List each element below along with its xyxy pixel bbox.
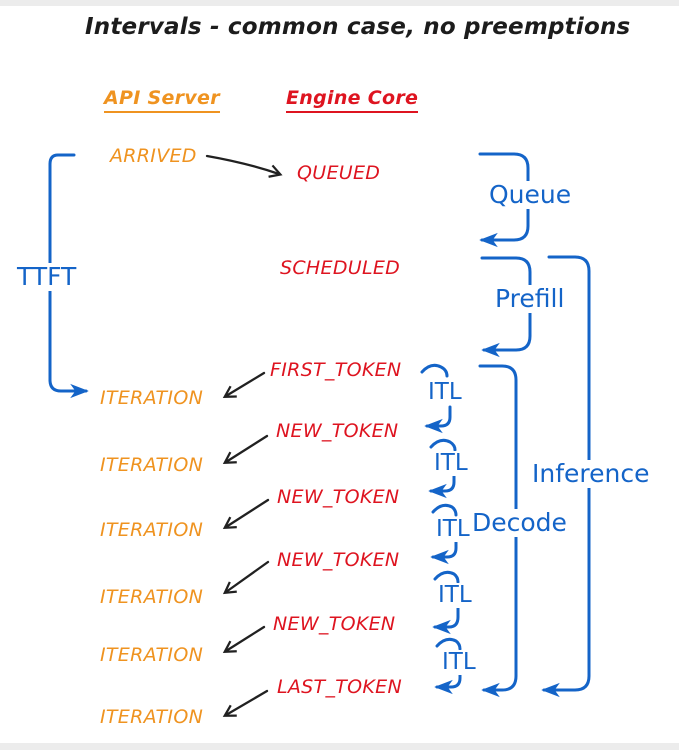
interval-itl: ITL [433, 450, 469, 477]
event-iteration: ITERATION [100, 644, 204, 666]
event-new-token: NEW_TOKEN [273, 613, 396, 635]
itl-bracket-arc [435, 637, 462, 651]
event-first-token: FIRST_TOKEN [270, 359, 402, 381]
interval-inference: Inference [529, 460, 653, 488]
itl-bracket-arc [433, 570, 460, 584]
interval-itl: ITL [441, 649, 477, 676]
arrow-last-token-to-iteration [222, 689, 269, 717]
event-arrived: ARRIVED [110, 145, 197, 167]
itl-bracket-arrow [432, 605, 460, 635]
itl-bracket-arrow [428, 472, 456, 499]
itl-bracket-arc [420, 363, 449, 378]
interval-ttft: TTFT [14, 263, 80, 291]
page-edge-top [0, 0, 679, 6]
interval-decode: Decode [469, 509, 570, 537]
event-scheduled: SCHEDULED [280, 257, 401, 279]
itl-bracket-arc [431, 503, 458, 517]
arrow-new-token-to-iteration [222, 498, 270, 530]
event-iteration: ITERATION [100, 387, 204, 409]
event-last-token: LAST_TOKEN [277, 676, 402, 698]
arrow-new-token-to-iteration [222, 560, 270, 595]
interval-prefill: Prefill [492, 285, 568, 313]
event-new-token: NEW_TOKEN [277, 549, 400, 571]
arrow-new-token-to-iteration [222, 434, 269, 465]
page-edge-bottom [0, 743, 679, 750]
event-iteration: ITERATION [100, 706, 204, 728]
event-iteration: ITERATION [100, 586, 204, 608]
event-new-token: NEW_TOKEN [277, 486, 400, 508]
column-header-api-server: API Server [104, 88, 220, 113]
interval-itl: ITL [435, 516, 471, 543]
arrow-new-token-to-iteration [222, 625, 266, 654]
itl-bracket-arc [429, 438, 457, 452]
event-new-token: NEW_TOKEN [276, 420, 399, 442]
page-title: Intervals - common case, no preemptions [85, 14, 631, 40]
itl-bracket-arrow [434, 671, 462, 695]
interval-itl: ITL [437, 582, 473, 609]
arrow-first-token-to-iteration [222, 371, 266, 398]
itl-bracket-arrow [430, 538, 458, 565]
interval-queue: Queue [486, 181, 575, 209]
itl-bracket-arrow [424, 405, 452, 434]
interval-itl: ITL [427, 379, 463, 406]
event-queued: QUEUED [297, 162, 381, 184]
event-iteration: ITERATION [100, 519, 204, 541]
arrow-arrived-to-queued [205, 154, 283, 178]
column-header-engine-core: Engine Core [286, 88, 419, 113]
event-iteration: ITERATION [100, 454, 204, 476]
